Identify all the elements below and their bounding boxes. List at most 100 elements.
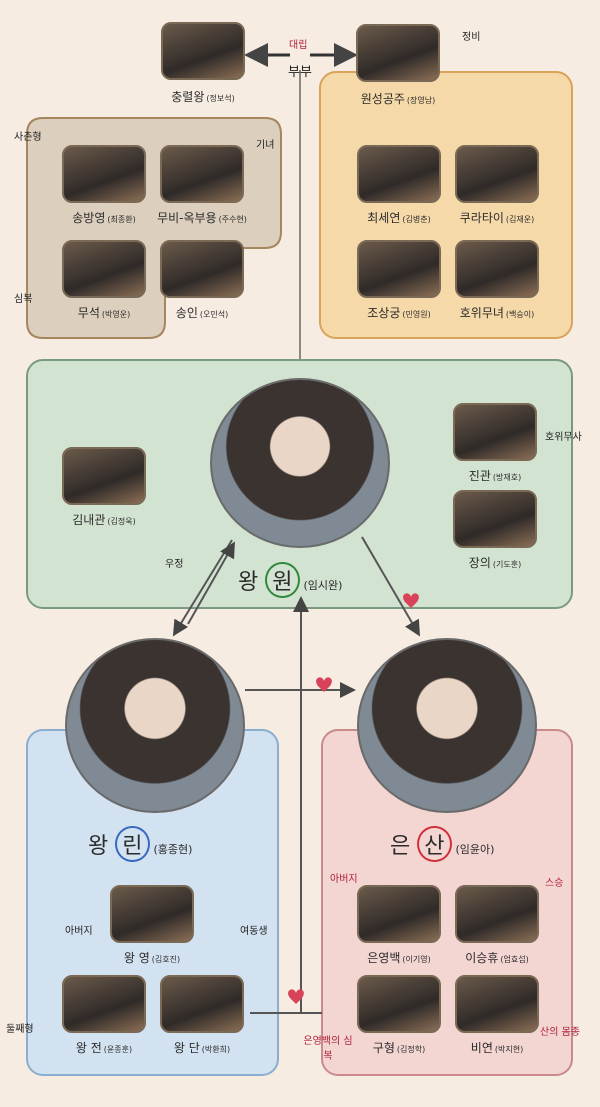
note-father: 아버지 bbox=[330, 874, 358, 885]
actor-name: (방재호) bbox=[492, 473, 522, 482]
rin-to-won-arrow bbox=[187, 541, 235, 625]
actor-name: (김정학) bbox=[396, 1045, 426, 1054]
note-father: 아버지 bbox=[65, 926, 93, 937]
actor-name: (민영원) bbox=[402, 310, 431, 319]
actor-name: (엄효섭) bbox=[500, 955, 529, 964]
character-photo bbox=[455, 240, 539, 298]
note-maid: 산의 몸종 bbox=[540, 1027, 580, 1038]
character-card: 김내관(김정욱) bbox=[62, 447, 146, 527]
character-card: 왕 단(박환희) bbox=[160, 975, 244, 1055]
actor-name: (박환희) bbox=[201, 1045, 231, 1054]
character-card-queen: 원성공주(장영남) bbox=[356, 24, 440, 106]
heart-icon bbox=[403, 593, 419, 608]
won-lead-name: 왕 원(임시완) bbox=[238, 562, 342, 598]
character-photo bbox=[357, 240, 441, 298]
actor-name: (정보석) bbox=[206, 94, 235, 103]
character-name: 왕 전 bbox=[75, 1041, 102, 1055]
character-name: 송인 bbox=[175, 306, 198, 320]
character-name: 이승휴 bbox=[465, 951, 499, 965]
actor-name: (장영남) bbox=[406, 96, 436, 105]
actor-name: (주수현) bbox=[218, 215, 247, 224]
character-name: 왕 영 bbox=[123, 951, 150, 965]
actor-name: (김병춘) bbox=[402, 215, 431, 224]
won-portrait bbox=[210, 378, 390, 548]
character-name: 충렬왕 bbox=[171, 90, 205, 104]
queen-photo bbox=[356, 24, 440, 82]
character-photo bbox=[110, 885, 194, 943]
character-name: 왕 단 bbox=[173, 1041, 200, 1055]
actor-name: (김재운) bbox=[505, 215, 535, 224]
character-card: 구형(김정학) bbox=[357, 975, 441, 1055]
actor-name: (최종환) bbox=[107, 215, 136, 224]
character-photo bbox=[455, 975, 539, 1033]
character-photo bbox=[357, 975, 441, 1033]
character-photo bbox=[455, 885, 539, 943]
note-confidant: 은영백의 심복 bbox=[303, 1036, 353, 1062]
character-name: 비연 bbox=[470, 1041, 493, 1055]
character-name: 조상궁 bbox=[367, 306, 401, 320]
character-card-king: 충렬왕(정보석) bbox=[161, 22, 245, 104]
rin-lead-name: 왕 린(홍종현) bbox=[88, 826, 192, 862]
character-card: 호위무녀(백승이) bbox=[455, 240, 539, 320]
note-teacher: 스승 bbox=[545, 878, 564, 889]
character-photo bbox=[160, 145, 244, 203]
character-card: 진관(방재호) bbox=[453, 403, 537, 483]
character-name: 은영백 bbox=[367, 951, 401, 965]
won-to-san-arrow bbox=[361, 536, 421, 637]
character-name: 장의 bbox=[468, 556, 491, 570]
character-card: 송인(오민석) bbox=[160, 240, 244, 320]
actor-name: (오민석) bbox=[199, 310, 229, 319]
character-name: 송방영 bbox=[72, 211, 106, 225]
character-photo bbox=[62, 145, 146, 203]
character-photo bbox=[453, 403, 537, 461]
character-photo bbox=[455, 145, 539, 203]
character-card: 이승휴(엄효섭) bbox=[455, 885, 539, 965]
character-name: 최세연 bbox=[367, 211, 401, 225]
character-card: 송방영(최종환) bbox=[62, 145, 146, 225]
character-card: 조상궁(민영원) bbox=[357, 240, 441, 320]
couple-label: 부부 bbox=[288, 65, 312, 80]
character-photo bbox=[62, 447, 146, 505]
character-photo bbox=[357, 145, 441, 203]
queen-note: 정비 bbox=[462, 32, 481, 43]
character-card: 무석(박영운) bbox=[62, 240, 146, 320]
character-photo bbox=[160, 975, 244, 1033]
note-second-brother: 둘째형 bbox=[6, 1024, 34, 1035]
rin-portrait bbox=[65, 638, 245, 813]
character-photo bbox=[62, 975, 146, 1033]
note-gisaeng: 기녀 bbox=[256, 140, 275, 151]
san-portrait bbox=[357, 638, 537, 813]
character-card: 왕 영(김호진) bbox=[110, 885, 194, 965]
character-name: 쿠라타이 bbox=[459, 211, 504, 225]
actor-name: (김호진) bbox=[151, 955, 181, 964]
note-bodyguard: 호위무사 bbox=[545, 432, 582, 443]
note-servant: 심복 bbox=[14, 294, 33, 305]
character-card: 은영백(이기영) bbox=[357, 885, 441, 965]
actor-name: (기도훈) bbox=[492, 560, 522, 569]
character-card: 장의(기도훈) bbox=[453, 490, 537, 570]
character-name: 구형 bbox=[372, 1041, 395, 1055]
actor-name: (이기영) bbox=[402, 955, 431, 964]
heart-icon bbox=[288, 989, 304, 1004]
character-card: 왕 전(윤종훈) bbox=[62, 975, 146, 1055]
character-photo bbox=[160, 240, 244, 298]
character-name: 무비-옥부용 bbox=[157, 211, 217, 225]
actor-name: (윤종훈) bbox=[103, 1045, 133, 1054]
note-cousin: 사촌형 bbox=[14, 132, 42, 143]
actor-name: (박영운) bbox=[101, 310, 131, 319]
note-friendship: 우정 bbox=[165, 559, 184, 570]
actor-name: (김정욱) bbox=[107, 517, 136, 526]
character-photo bbox=[62, 240, 146, 298]
won-to-rin-arrow bbox=[172, 539, 233, 637]
character-photo bbox=[453, 490, 537, 548]
character-card: 무비-옥부용(주수현) bbox=[157, 145, 247, 225]
character-card: 쿠라타이(김재운) bbox=[455, 145, 539, 225]
character-name: 원성공주 bbox=[360, 92, 405, 106]
san-lead-name: 은 산(임윤아) bbox=[390, 826, 494, 862]
king-photo bbox=[161, 22, 245, 80]
note-sister: 여동생 bbox=[240, 926, 268, 937]
heart-icon bbox=[316, 677, 332, 692]
character-card: 최세연(김병춘) bbox=[357, 145, 441, 225]
character-photo bbox=[357, 885, 441, 943]
